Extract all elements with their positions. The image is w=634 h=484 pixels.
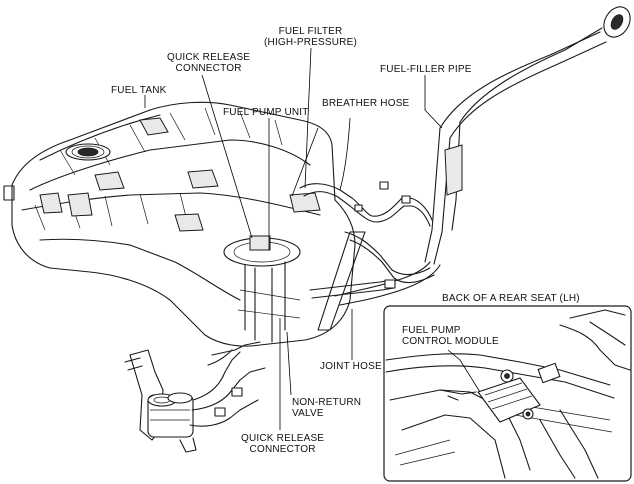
label-breather-hose: BREATHER HOSE (322, 98, 410, 109)
label-non-return-valve: NON-RETURN VALVE (292, 397, 362, 419)
canister-assembly-illustration (124, 341, 266, 453)
leader-lines (144, 47, 481, 430)
inset-panel (383, 305, 632, 482)
label-fuel-filler-pipe: FUEL-FILLER PIPE (380, 64, 472, 75)
label-fuel-pump-unit: FUEL PUMP UNIT (223, 107, 309, 118)
label-fuel-pump-control-module: FUEL PUMP CONTROL MODULE (402, 325, 499, 347)
breather-hose-illustration (299, 181, 435, 299)
label-joint-hose: JOINT HOSE (320, 361, 382, 372)
label-fuel-tank: FUEL TANK (111, 85, 167, 96)
label-inset-title: BACK OF A REAR SEAT (LH) (442, 293, 580, 304)
label-quick-release-connector-top: QUICK RELEASE CONNECTOR (167, 52, 251, 74)
label-quick-release-connector-bottom: QUICK RELEASE CONNECTOR (241, 433, 325, 455)
fuel-tank-illustration (3, 101, 366, 347)
fuel-filler-pipe-illustration (334, 6, 631, 306)
label-fuel-filter: FUEL FILTER (HIGH-PRESSURE) (264, 26, 358, 48)
